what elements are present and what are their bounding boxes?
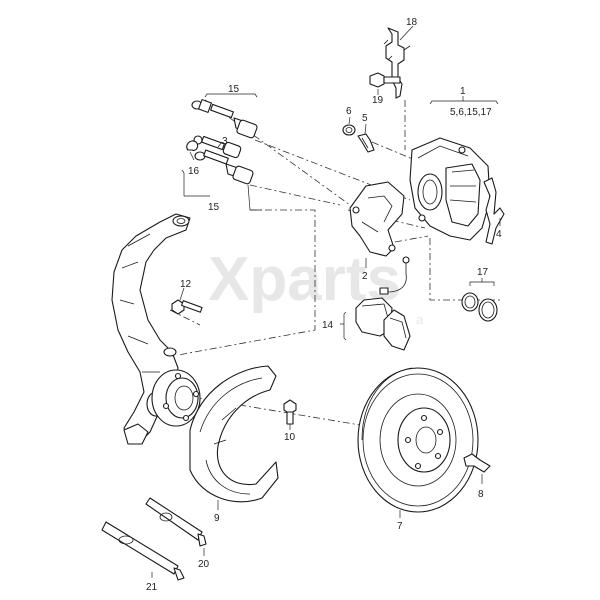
callout-7: 7 <box>397 521 403 532</box>
callout-15-upper: 15 <box>228 84 240 95</box>
callout-19: 19 <box>372 95 384 106</box>
callout-21: 21 <box>146 582 158 593</box>
callout-8: 8 <box>478 489 484 500</box>
part-15-lower-bolts <box>194 149 254 185</box>
part-1-caliper <box>409 137 491 241</box>
part-21-grease-tube <box>101 521 185 581</box>
callout-9: 9 <box>214 513 220 524</box>
part-16-clip <box>186 140 199 151</box>
callout-20: 20 <box>198 559 210 570</box>
part-19-bolt <box>369 72 401 88</box>
part-9-splash-shield <box>189 365 279 503</box>
part-4-spring-clip <box>483 177 505 245</box>
callout-17: 17 <box>477 267 489 278</box>
callout-1: 1 <box>460 86 466 97</box>
callout-18: 18 <box>406 17 418 28</box>
callout-2: 2 <box>362 271 368 282</box>
part-2-carrier <box>349 181 405 257</box>
part-20-grease-tube <box>145 497 207 547</box>
part-wear-sensor <box>379 256 410 295</box>
callout-6: 6 <box>346 106 352 117</box>
watermark-suffix: a <box>416 312 424 327</box>
callout-12: 12 <box>180 279 192 290</box>
part-14-brake-pads <box>355 297 411 351</box>
part-18-bracket <box>383 27 411 99</box>
part-12-bolt <box>171 299 203 315</box>
part-10-bolt <box>283 399 297 425</box>
callout-5: 5 <box>362 113 368 124</box>
callout-4: 4 <box>496 229 502 240</box>
part-15-upper-bolts <box>191 99 258 139</box>
callout-16: 16 <box>188 166 200 177</box>
callout-14: 14 <box>322 320 334 331</box>
callout-15-lower: 15 <box>208 202 220 213</box>
part-6-cap <box>342 124 356 136</box>
callout-10: 10 <box>284 432 296 443</box>
part-wheel-hub <box>151 369 201 427</box>
part-7-brake-disc <box>357 367 479 513</box>
callout-3: 3 <box>222 136 228 147</box>
part-8-screw <box>463 453 491 473</box>
part-17-seals <box>461 292 498 322</box>
callout-1-sub: 5,6,15,17 <box>450 107 492 118</box>
part-5-bleed-screw <box>357 133 375 153</box>
